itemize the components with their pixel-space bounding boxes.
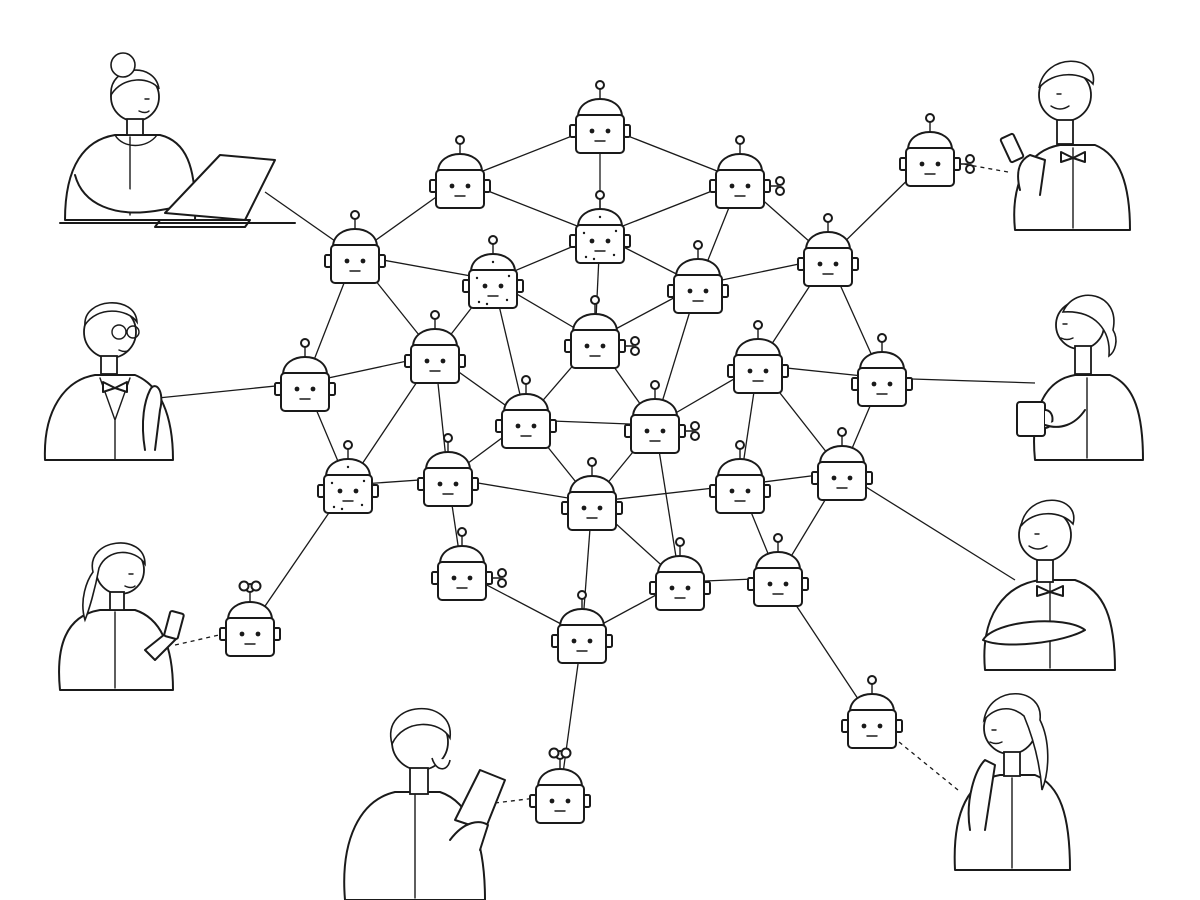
robot-agent [324,210,386,284]
robot-agent [624,380,700,454]
robot-agent [219,580,281,657]
person-woman-thinking [953,692,1071,871]
robot-agent [727,320,789,394]
robot-agent [841,675,903,749]
robot-agent [797,213,859,287]
person-man-phone [999,60,1131,231]
people [43,52,1144,900]
person-man-arms-crossed [982,499,1116,671]
robot-agent [709,135,785,209]
robot-agent [851,333,913,407]
robot-agent [429,135,491,209]
robot-agent [709,440,771,514]
robot-agent [747,533,809,607]
robot-agent [564,295,640,369]
person-agent-link [841,471,1016,581]
person-woman-phone [58,542,185,691]
robot-agent [529,747,591,824]
person-agent-link [494,794,561,804]
robot-agent [667,240,729,314]
robot-agent [404,310,466,384]
robot-agent [431,527,507,601]
robot-agent [899,113,975,187]
person-agent-link [871,719,959,791]
robot-agent [274,338,336,412]
robot-agent [569,190,631,264]
robot-agents [219,80,975,824]
person-man-tablet [343,707,506,900]
robot-agent [561,457,623,531]
robot-agent [649,537,711,611]
person-woman-laptop [59,52,296,228]
person-man-spectacles [43,302,174,461]
robot-agent [811,427,873,501]
person-woman-coffee [1016,294,1144,461]
robot-agent [417,433,479,507]
robot-agent [462,235,524,309]
robot-agent [317,440,379,514]
robot-agent [495,375,557,449]
robot-agent [569,80,631,154]
robot-agent [551,590,613,664]
